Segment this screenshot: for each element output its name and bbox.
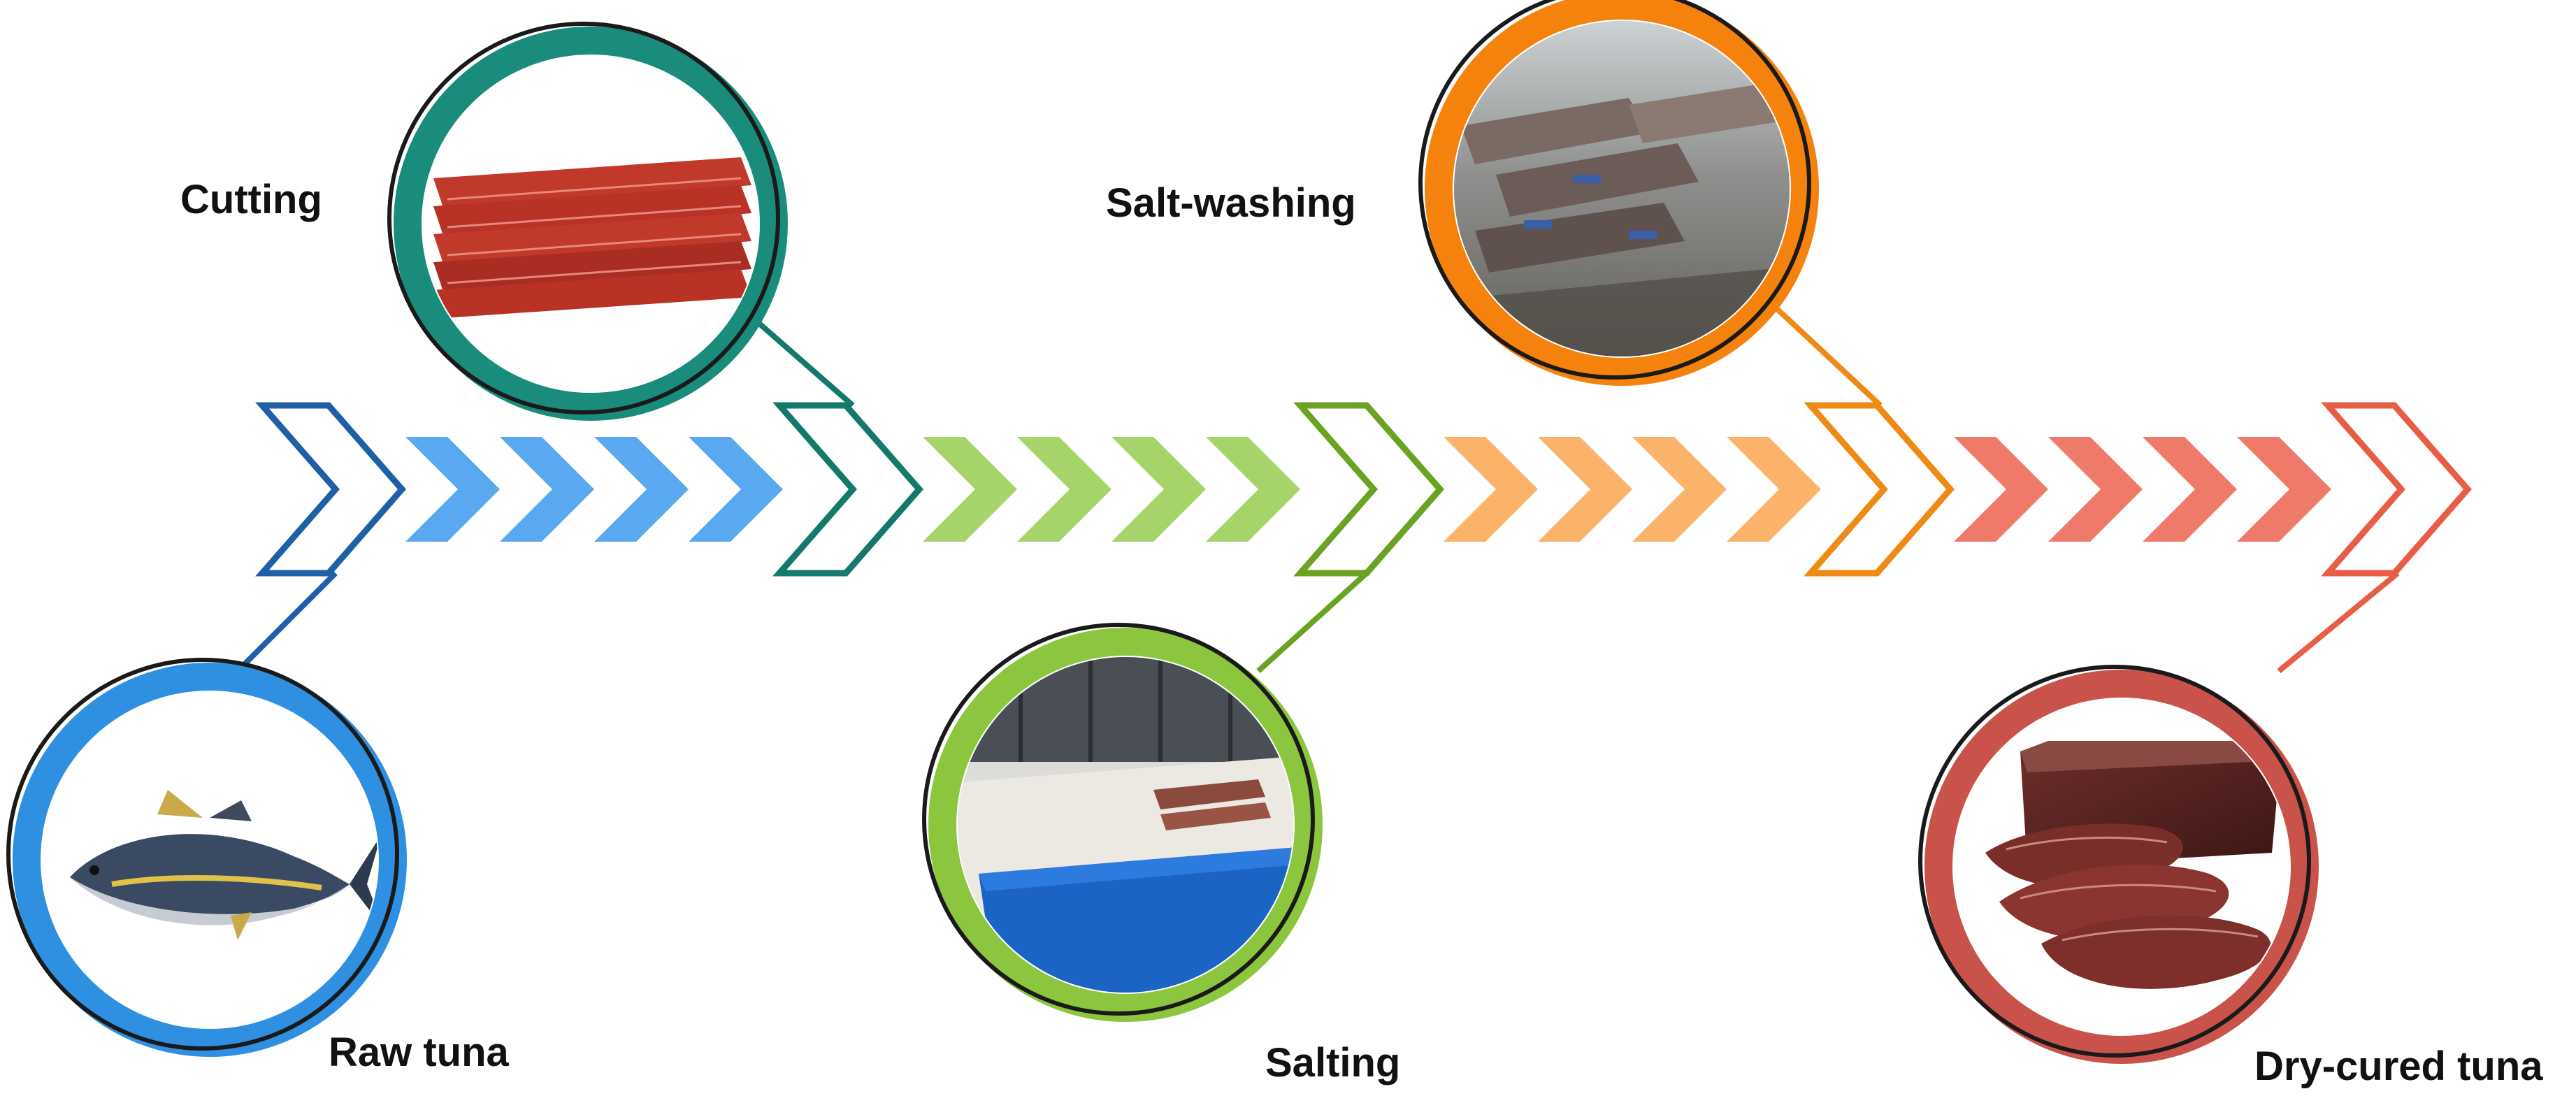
chevron-blue-3 (594, 437, 689, 542)
connector-salting (1256, 571, 1369, 673)
chevron-orange-2 (1538, 437, 1632, 542)
chevron-green-3 (1111, 437, 1206, 542)
stage-ring-dry-cured-tuna (1924, 670, 2319, 1064)
stage-label-salting: Salting (1265, 1040, 1400, 1086)
outline-chevron-teal (772, 402, 923, 577)
chevron-red-3 (2143, 437, 2237, 542)
chevron-blue-2 (500, 437, 594, 542)
stage-ring-sketch-salting (922, 623, 1315, 1016)
flow-arrows (255, 402, 2472, 577)
chevron-orange-1 (1444, 437, 1538, 542)
chevron-red-4 (2237, 437, 2331, 542)
stage-ring-raw-tuna (13, 663, 407, 1057)
outline-chevron-red-final (2321, 402, 2472, 577)
stage-cutting: Cutting (180, 22, 788, 421)
stage-salting: Salting (922, 623, 1400, 1086)
chevron-red-2 (2048, 437, 2143, 542)
dry-cured-tuna-slices-photo (1954, 699, 2289, 1034)
chevron-green-2 (1017, 437, 1111, 542)
stage-ring-salting (928, 628, 1323, 1022)
stage-ring-salt-washing (1425, 0, 1819, 386)
chevron-group-blue (405, 437, 783, 542)
whole-tuna-fish-photo (42, 692, 377, 1028)
chevron-group-red (1954, 437, 2331, 542)
tuna-loins-in-washing-tank-photo (1454, 21, 1790, 356)
tuna-loin-slices-photo (423, 56, 758, 391)
outline-chevron-green (1293, 402, 1444, 577)
outline-chevron-orange (1804, 402, 1955, 577)
outline-chevron-blue (255, 402, 406, 577)
chevron-blue-1 (405, 437, 500, 542)
chevron-orange-3 (1632, 437, 1727, 542)
stage-ring-cutting (394, 27, 788, 421)
stage-ring-sketch-dry-cured-tuna (1918, 665, 2311, 1058)
tuna-loins-in-salt-bins-photo (958, 657, 1293, 993)
chevron-group-orange (1444, 437, 1821, 542)
chevron-green-4 (1206, 437, 1300, 542)
chevron-orange-4 (1727, 437, 1821, 542)
stage-ring-sketch-salt-washing (1418, 0, 1811, 380)
stage-ring-sketch-cutting (387, 22, 780, 414)
stage-salt-washing: Salt-washing (1106, 0, 1819, 386)
chevron-red-1 (1954, 437, 2048, 542)
connector-dry-cured (2277, 570, 2400, 674)
chevron-group-green (923, 437, 1300, 542)
chevron-green-1 (923, 437, 1017, 542)
stage-label-salt-washing: Salt-washing (1106, 180, 1356, 226)
stage-label-cutting: Cutting (180, 177, 322, 222)
stage-label-dry-cured-tuna: Dry-cured tuna (2254, 1044, 2543, 1089)
stage-label-raw-tuna: Raw tuna (329, 1030, 510, 1075)
stage-ring-sketch-raw-tuna (6, 658, 399, 1051)
chevron-blue-4 (689, 437, 783, 542)
stage-dry-cured-tuna: Dry-cured tuna (1918, 665, 2543, 1089)
connector-raw-tuna (236, 571, 338, 673)
stage-raw-tuna: Raw tuna (6, 658, 510, 1075)
connector-salt-washing (1773, 305, 1883, 408)
